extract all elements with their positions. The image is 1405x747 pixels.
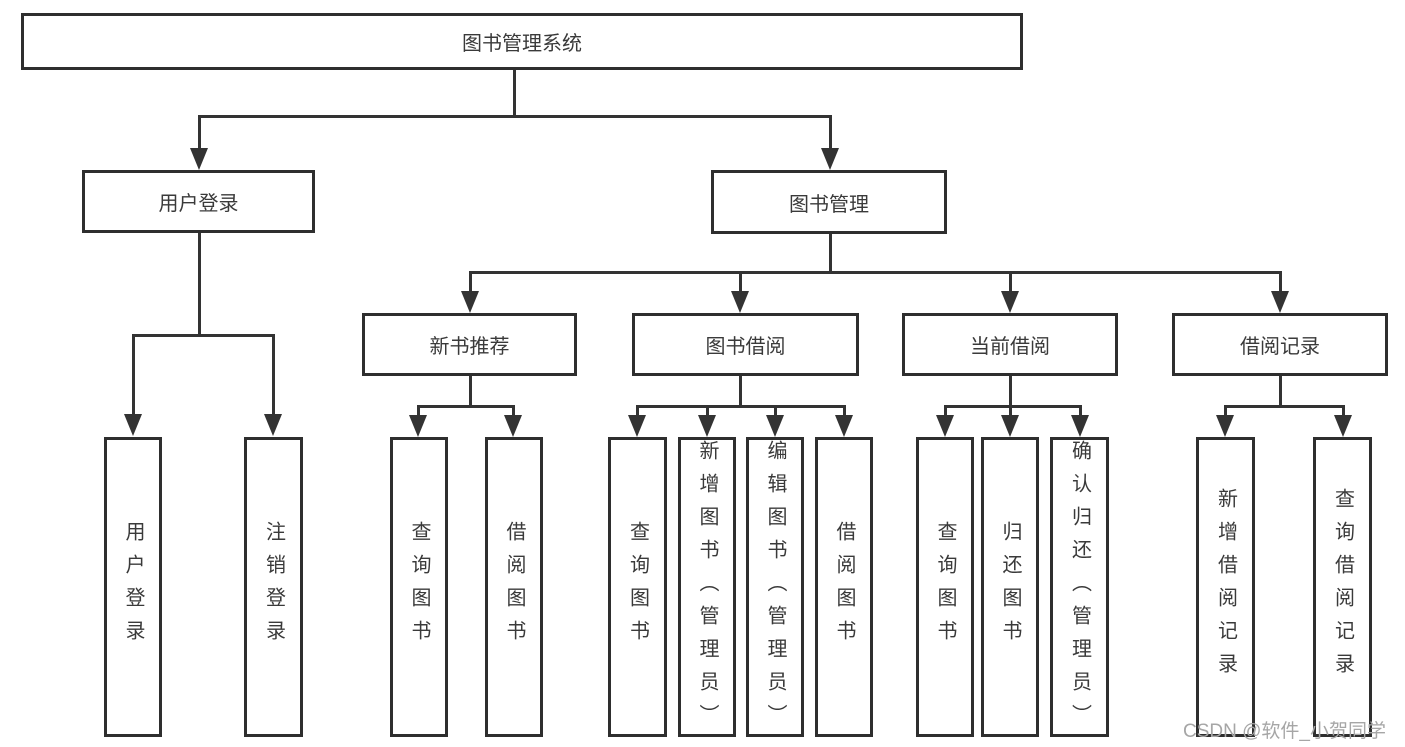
arrowhead-leaf-query-borrow-record bbox=[1334, 415, 1352, 437]
connector-book-borrow-bus bbox=[636, 405, 845, 408]
leaf-borrow-book-recommend: 借阅图书 bbox=[485, 437, 543, 737]
leaf-logout: 注销登录 bbox=[244, 437, 303, 737]
connector-to-leaf-query-borrow-record bbox=[1342, 405, 1345, 417]
leaf-confirm-return-admin: 确认归还（管理员） bbox=[1050, 437, 1109, 737]
leaf-borrow-book-label: 借阅图书 bbox=[833, 521, 855, 653]
arrowhead-book-borrow bbox=[731, 291, 749, 313]
leaf-confirm-return-admin-label: 确认归还（管理员） bbox=[1068, 440, 1091, 737]
connector-book-borrow-stem bbox=[739, 376, 742, 408]
arrowhead-leaf-query-book-borrow bbox=[628, 415, 646, 437]
leaf-edit-book-admin: 编辑图书（管理员） bbox=[746, 437, 804, 737]
root-node: 图书管理系统 bbox=[21, 13, 1023, 70]
leaf-borrow-book-recommend-label: 借阅图书 bbox=[503, 521, 525, 653]
leaf-query-book-current-label: 查询图书 bbox=[934, 521, 956, 653]
leaf-add-borrow-record-label: 新增借阅记录 bbox=[1214, 488, 1237, 686]
connector-root-stem bbox=[513, 70, 516, 116]
connector-user-login-stem bbox=[198, 233, 201, 336]
connector-to-leaf-confirm-return bbox=[1079, 405, 1082, 417]
leaf-return-book: 归还图书 bbox=[981, 437, 1039, 737]
connector-to-leaf-borrow-book-recommend bbox=[512, 405, 515, 417]
connector-to-book-management bbox=[829, 115, 832, 150]
connector-borrow-record-bus bbox=[1224, 405, 1344, 408]
new-book-recommend-node: 新书推荐 bbox=[362, 313, 577, 376]
leaf-add-book-admin-label: 新增图书（管理员） bbox=[696, 440, 718, 737]
arrowhead-leaf-query-book-recommend bbox=[409, 415, 427, 437]
book-management-node-label: 图书管理 bbox=[789, 193, 869, 216]
leaf-borrow-book: 借阅图书 bbox=[815, 437, 873, 737]
user-login-node: 用户登录 bbox=[82, 170, 315, 233]
book-borrow-node: 图书借阅 bbox=[632, 313, 859, 376]
arrowhead-leaf-query-book-current bbox=[936, 415, 954, 437]
connector-to-leaf-edit-book-admin bbox=[774, 405, 777, 417]
arrowhead-leaf-user-login bbox=[124, 414, 142, 436]
leaf-user-login: 用户登录 bbox=[104, 437, 162, 737]
leaf-query-book-recommend-label: 查询图书 bbox=[408, 521, 430, 653]
arrowhead-user-login bbox=[190, 148, 208, 170]
user-login-node-label: 用户登录 bbox=[158, 193, 239, 215]
leaf-edit-book-admin-label: 编辑图书（管理员） bbox=[764, 440, 786, 737]
connector-book-management-bus bbox=[469, 271, 1281, 274]
connector-to-leaf-user-login bbox=[132, 334, 135, 416]
leaf-query-book-current: 查询图书 bbox=[916, 437, 974, 737]
root-node-label: 图书管理系统 bbox=[462, 33, 582, 55]
arrowhead-leaf-logout bbox=[264, 414, 282, 436]
leaf-query-book-borrow-label: 查询图书 bbox=[626, 521, 649, 653]
connector-to-borrow-record bbox=[1279, 271, 1282, 293]
connector-new-book-recommend-bus bbox=[417, 405, 514, 408]
leaf-add-book-admin: 新增图书（管理员） bbox=[678, 437, 736, 737]
arrowhead-leaf-edit-book-admin bbox=[766, 415, 784, 437]
connector-current-borrow-bus bbox=[944, 405, 1081, 408]
connector-to-book-borrow bbox=[739, 271, 742, 293]
connector-to-leaf-add-borrow-record bbox=[1224, 405, 1227, 417]
book-management-node: 图书管理 bbox=[711, 170, 947, 234]
connector-new-book-recommend-stem bbox=[469, 376, 472, 408]
connector-to-leaf-query-book-recommend bbox=[417, 405, 420, 417]
book-borrow-node-label: 图书借阅 bbox=[705, 336, 786, 358]
connector-to-leaf-logout bbox=[272, 334, 275, 416]
connector-to-new-book-recommend bbox=[469, 271, 472, 293]
connector-user-login-bus bbox=[132, 334, 274, 337]
arrowhead-borrow-record bbox=[1271, 291, 1289, 313]
leaf-logout-label: 注销登录 bbox=[262, 521, 285, 653]
new-book-recommend-node-label: 新书推荐 bbox=[429, 336, 510, 358]
leaf-query-borrow-record: 查询借阅记录 bbox=[1313, 437, 1372, 737]
connector-to-leaf-query-book-borrow bbox=[636, 405, 639, 417]
connector-to-leaf-borrow-book bbox=[843, 405, 846, 417]
borrow-record-node: 借阅记录 bbox=[1172, 313, 1388, 376]
borrow-record-node-label: 借阅记录 bbox=[1240, 336, 1320, 358]
connector-root-bus bbox=[198, 115, 831, 118]
arrowhead-leaf-add-borrow-record bbox=[1216, 415, 1234, 437]
connector-book-management-stem bbox=[829, 234, 832, 274]
leaf-return-book-label: 归还图书 bbox=[999, 521, 1021, 653]
leaf-query-book-borrow: 查询图书 bbox=[608, 437, 667, 737]
arrowhead-leaf-return-book bbox=[1001, 415, 1019, 437]
connector-to-leaf-return-book bbox=[1009, 405, 1012, 417]
leaf-user-login-label: 用户登录 bbox=[122, 521, 144, 653]
connector-to-leaf-query-book-current bbox=[944, 405, 947, 417]
connector-current-borrow-stem bbox=[1009, 376, 1012, 408]
connector-to-user-login bbox=[198, 115, 201, 150]
arrowhead-leaf-add-book-admin bbox=[698, 415, 716, 437]
leaf-add-borrow-record: 新增借阅记录 bbox=[1196, 437, 1255, 737]
arrowhead-current-borrow bbox=[1001, 291, 1019, 313]
leaf-query-book-recommend: 查询图书 bbox=[390, 437, 448, 737]
connector-to-leaf-add-book-admin bbox=[706, 405, 709, 417]
connector-to-current-borrow bbox=[1009, 271, 1012, 293]
arrowhead-leaf-confirm-return bbox=[1071, 415, 1089, 437]
current-borrow-node-label: 当前借阅 bbox=[970, 336, 1050, 358]
arrowhead-new-book-recommend bbox=[461, 291, 479, 313]
arrowhead-leaf-borrow-book-recommend bbox=[504, 415, 522, 437]
connector-borrow-record-stem bbox=[1279, 376, 1282, 408]
current-borrow-node: 当前借阅 bbox=[902, 313, 1118, 376]
arrowhead-book-management bbox=[821, 148, 839, 170]
csdn-watermark: CSDN @软件_小贺同学 bbox=[1183, 721, 1386, 742]
arrowhead-leaf-borrow-book bbox=[835, 415, 853, 437]
leaf-query-borrow-record-label: 查询借阅记录 bbox=[1331, 488, 1354, 686]
